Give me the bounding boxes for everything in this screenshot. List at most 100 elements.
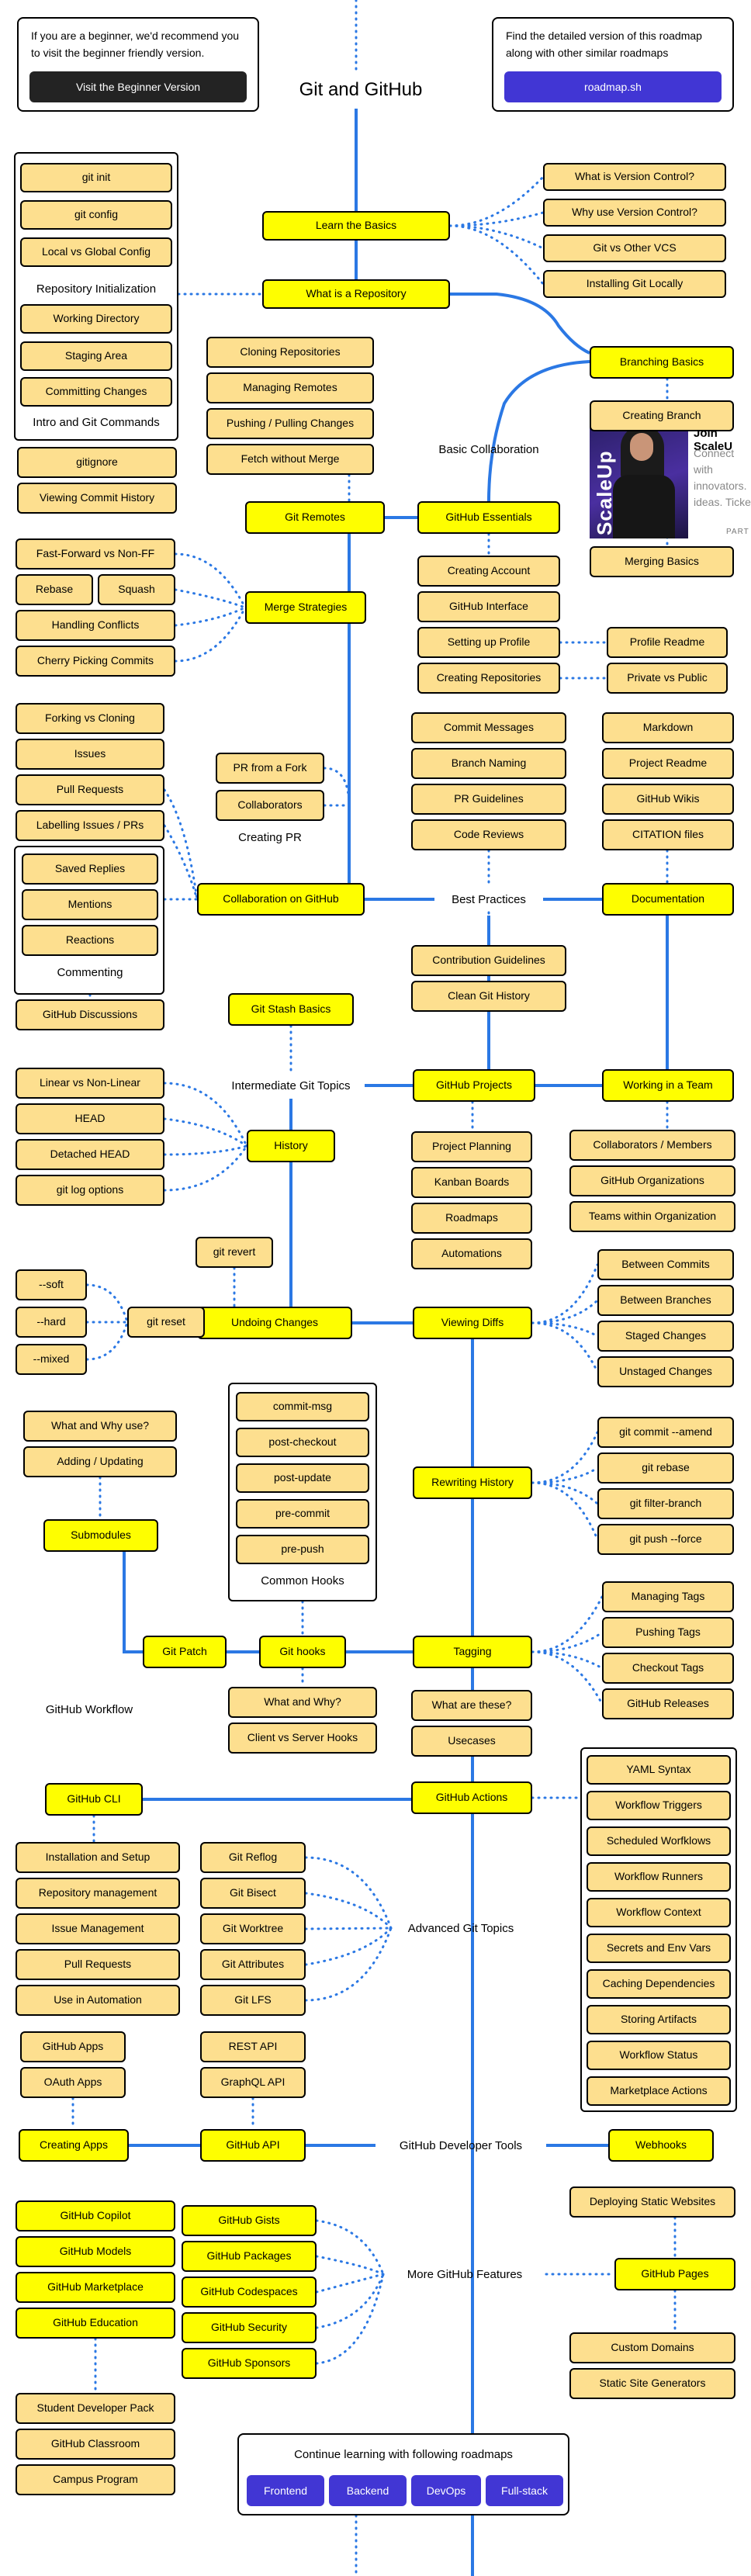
- merge-strategies[interactable]: Merge Strategies: [245, 591, 366, 624]
- github-codespaces[interactable]: GitHub Codespaces: [182, 2277, 317, 2308]
- github-wikis[interactable]: GitHub Wikis: [602, 784, 734, 815]
- checkout-tags[interactable]: Checkout Tags: [602, 1653, 734, 1684]
- yaml-syntax[interactable]: YAML Syntax: [587, 1755, 731, 1785]
- profile-readme[interactable]: Profile Readme: [607, 627, 728, 658]
- mentions[interactable]: Mentions: [22, 889, 158, 920]
- learn-the-basics[interactable]: Learn the Basics: [262, 211, 450, 241]
- pull-requests[interactable]: Pull Requests: [16, 774, 164, 805]
- cloning-repositories[interactable]: Cloning Repositories: [206, 337, 374, 368]
- git-filter-branch[interactable]: git filter-branch: [597, 1488, 734, 1519]
- caching-dependencies[interactable]: Caching Dependencies: [587, 1969, 731, 1999]
- secrets-and-env-vars[interactable]: Secrets and Env Vars: [587, 1934, 731, 1963]
- github-education[interactable]: GitHub Education: [16, 2308, 175, 2339]
- history[interactable]: History: [247, 1130, 335, 1162]
- unstaged-changes[interactable]: Unstaged Changes: [597, 1356, 734, 1387]
- markdown[interactable]: Markdown: [602, 712, 734, 743]
- git-commit-amend[interactable]: git commit --amend: [597, 1417, 734, 1448]
- creating-account[interactable]: Creating Account: [417, 556, 560, 587]
- best-practices[interactable]: Best Practices: [452, 892, 526, 906]
- managing-remotes[interactable]: Managing Remotes: [206, 372, 374, 403]
- handling-conflicts[interactable]: Handling Conflicts: [16, 610, 175, 641]
- pr-from-a-fork[interactable]: PR from a Fork: [216, 753, 324, 784]
- labelling-issues-prs[interactable]: Labelling Issues / PRs: [16, 810, 164, 841]
- pushing-tags[interactable]: Pushing Tags: [602, 1617, 734, 1648]
- use-in-automation[interactable]: Use in Automation: [16, 1985, 180, 2016]
- pushing-pulling-changes[interactable]: Pushing / Pulling Changes: [206, 408, 374, 439]
- github-releases[interactable]: GitHub Releases: [602, 1688, 734, 1719]
- marketplace-actions[interactable]: Marketplace Actions: [587, 2076, 731, 2106]
- repository-initialization[interactable]: Repository Initialization: [36, 282, 157, 296]
- backend-roadmap-button[interactable]: Backend: [329, 2475, 407, 2506]
- git-config[interactable]: git config: [20, 200, 172, 230]
- collaborators[interactable]: Collaborators: [216, 790, 324, 821]
- scheduled-workflows[interactable]: Scheduled Worfklows: [587, 1826, 731, 1856]
- beginner-version-button[interactable]: Visit the Beginner Version: [29, 71, 247, 102]
- committing-changes[interactable]: Committing Changes: [20, 377, 172, 407]
- cli-pull-requests[interactable]: Pull Requests: [16, 1949, 180, 1980]
- fullstack-roadmap-button[interactable]: Full-stack: [486, 2475, 563, 2506]
- cherry-picking-commits[interactable]: Cherry Picking Commits: [16, 646, 175, 677]
- storing-artifacts[interactable]: Storing Artifacts: [587, 2005, 731, 2034]
- repository-management[interactable]: Repository management: [16, 1878, 180, 1909]
- reactions[interactable]: Reactions: [22, 925, 158, 956]
- branching-basics[interactable]: Branching Basics: [590, 346, 734, 379]
- devops-roadmap-button[interactable]: DevOps: [411, 2475, 481, 2506]
- issues[interactable]: Issues: [16, 739, 164, 770]
- automations[interactable]: Automations: [411, 1238, 532, 1269]
- hook-pre-push[interactable]: pre-push: [236, 1535, 369, 1564]
- head[interactable]: HEAD: [16, 1103, 164, 1134]
- why-use-version-control[interactable]: Why use Version Control?: [543, 199, 726, 227]
- what-is-version-control[interactable]: What is Version Control?: [543, 163, 726, 191]
- github-discussions[interactable]: GitHub Discussions: [16, 999, 164, 1030]
- github-interface[interactable]: GitHub Interface: [417, 591, 560, 622]
- hook-post-update[interactable]: post-update: [236, 1463, 369, 1493]
- intro-and-git-commands[interactable]: Intro and Git Commands: [33, 415, 160, 429]
- github-actions[interactable]: GitHub Actions: [411, 1781, 532, 1814]
- github-packages[interactable]: GitHub Packages: [182, 2241, 317, 2272]
- saved-replies[interactable]: Saved Replies: [22, 853, 158, 885]
- creating-apps[interactable]: Creating Apps: [19, 2129, 129, 2162]
- local-vs-global-config[interactable]: Local vs Global Config: [20, 237, 172, 267]
- basic-collaboration[interactable]: Basic Collaboration: [438, 442, 539, 456]
- usecases[interactable]: Usecases: [411, 1726, 532, 1757]
- linear-vs-non-linear[interactable]: Linear vs Non-Linear: [16, 1068, 164, 1099]
- installation-and-setup[interactable]: Installation and Setup: [16, 1842, 180, 1873]
- pr-guidelines[interactable]: PR Guidelines: [411, 784, 566, 815]
- workflow-triggers[interactable]: Workflow Triggers: [587, 1791, 731, 1820]
- github-models[interactable]: GitHub Models: [16, 2236, 175, 2267]
- viewing-diffs[interactable]: Viewing Diffs: [413, 1307, 532, 1339]
- workflow-status[interactable]: Workflow Status: [587, 2041, 731, 2070]
- git-log-options[interactable]: git log options: [16, 1175, 164, 1206]
- adding-updating[interactable]: Adding / Updating: [23, 1446, 177, 1477]
- fast-forward-vs-non-ff[interactable]: Fast-Forward vs Non-FF: [16, 538, 175, 570]
- campus-program[interactable]: Campus Program: [16, 2464, 175, 2495]
- undoing-changes[interactable]: Undoing Changes: [197, 1307, 352, 1339]
- collaborators-members[interactable]: Collaborators / Members: [569, 1130, 735, 1161]
- rest-api[interactable]: REST API: [200, 2031, 306, 2062]
- git-revert[interactable]: git revert: [196, 1237, 273, 1268]
- fetch-without-merge[interactable]: Fetch without Merge: [206, 444, 374, 475]
- submodules[interactable]: Submodules: [43, 1519, 158, 1552]
- git-push-force[interactable]: git push --force: [597, 1524, 734, 1555]
- student-developer-pack[interactable]: Student Developer Pack: [16, 2393, 175, 2424]
- installing-git-locally[interactable]: Installing Git Locally: [543, 270, 726, 298]
- tagging[interactable]: Tagging: [413, 1636, 532, 1668]
- forking-vs-cloning[interactable]: Forking vs Cloning: [16, 703, 164, 734]
- staged-changes[interactable]: Staged Changes: [597, 1321, 734, 1352]
- git-worktree[interactable]: Git Worktree: [200, 1913, 306, 1944]
- git-bisect[interactable]: Git Bisect: [200, 1878, 306, 1909]
- what-and-why-use[interactable]: What and Why use?: [23, 1411, 177, 1442]
- git-patch[interactable]: Git Patch: [143, 1636, 227, 1668]
- commit-messages[interactable]: Commit Messages: [411, 712, 566, 743]
- oauth-apps[interactable]: OAuth Apps: [20, 2067, 126, 2098]
- creating-branch[interactable]: Creating Branch: [590, 400, 734, 431]
- setting-up-profile[interactable]: Setting up Profile: [417, 627, 560, 658]
- advanced-git-topics[interactable]: Advanced Git Topics: [407, 1921, 514, 1935]
- github-developer-tools[interactable]: GitHub Developer Tools: [399, 2138, 523, 2152]
- github-pages[interactable]: GitHub Pages: [614, 2258, 735, 2290]
- sponsor-ad[interactable]: ScaleUp Join ScaleU Connect with innovat…: [590, 419, 751, 538]
- what-is-a-repository[interactable]: What is a Repository: [262, 279, 450, 309]
- detached-head[interactable]: Detached HEAD: [16, 1139, 164, 1170]
- git-lfs[interactable]: Git LFS: [200, 1985, 306, 2016]
- workflow-context[interactable]: Workflow Context: [587, 1898, 731, 1927]
